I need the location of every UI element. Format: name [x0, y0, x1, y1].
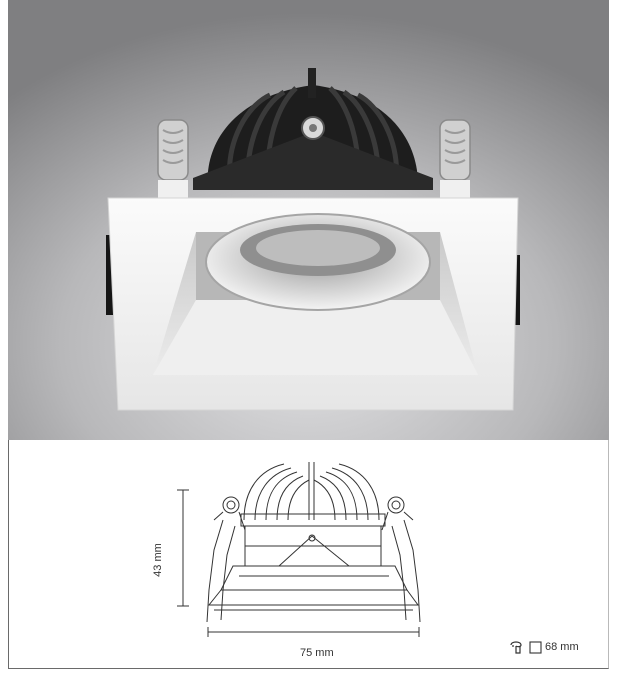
technical-drawing-panel	[8, 440, 609, 669]
cutout-size: 68 mm	[510, 640, 579, 654]
height-dimension-label: 43 mm	[152, 543, 164, 577]
width-dimension-label: 75 mm	[300, 647, 334, 659]
cutout-size-label: 68 mm	[545, 641, 579, 653]
square-cutout-icon	[529, 640, 542, 654]
product-photo	[8, 0, 609, 440]
side-view-drawing	[177, 462, 421, 637]
downlight-photo-image	[8, 0, 609, 440]
cutout-hole-icon	[510, 640, 526, 654]
